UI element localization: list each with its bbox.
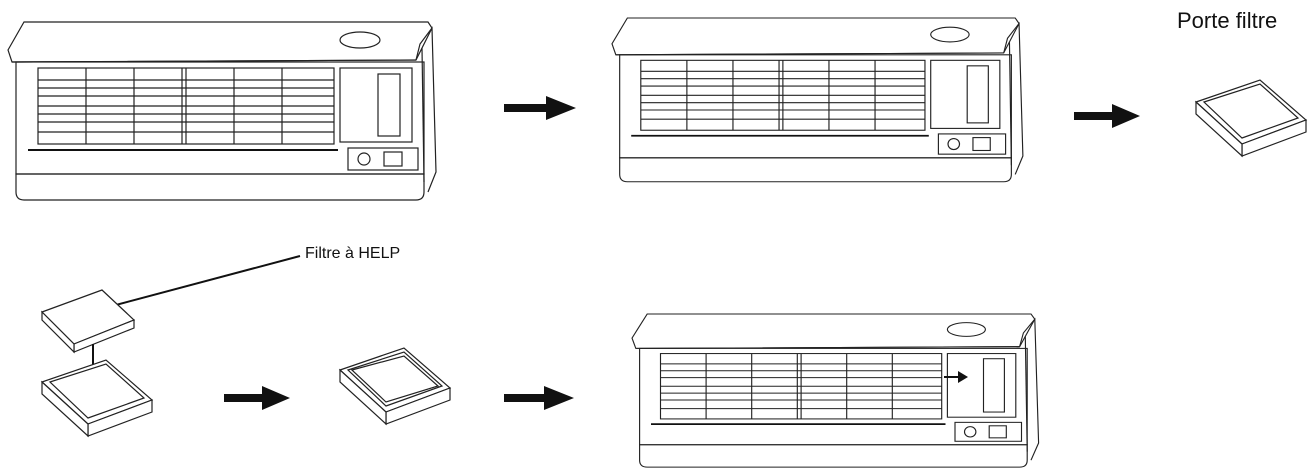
help-filter-label: Filtre à HELP	[305, 245, 401, 262]
step-filter-holder-tray	[1195, 79, 1307, 157]
step-open-unit	[7, 21, 437, 201]
arrow-right-icon	[504, 386, 574, 410]
step-reinsert-in-unit	[631, 313, 1040, 469]
help-filter-pad	[40, 289, 136, 354]
arrow-right-icon	[224, 386, 290, 410]
arrow-right-icon	[504, 96, 576, 120]
leader-line	[111, 255, 301, 307]
step-insert-help-filter	[40, 255, 301, 437]
filter-holder-label: Porte filtre	[1177, 8, 1278, 33]
step-unit-with-holder-slot	[611, 17, 1024, 183]
step-assembled-holder	[339, 347, 451, 425]
insert-arrow-icon	[944, 371, 968, 383]
arrow-right-icon	[1074, 104, 1140, 128]
